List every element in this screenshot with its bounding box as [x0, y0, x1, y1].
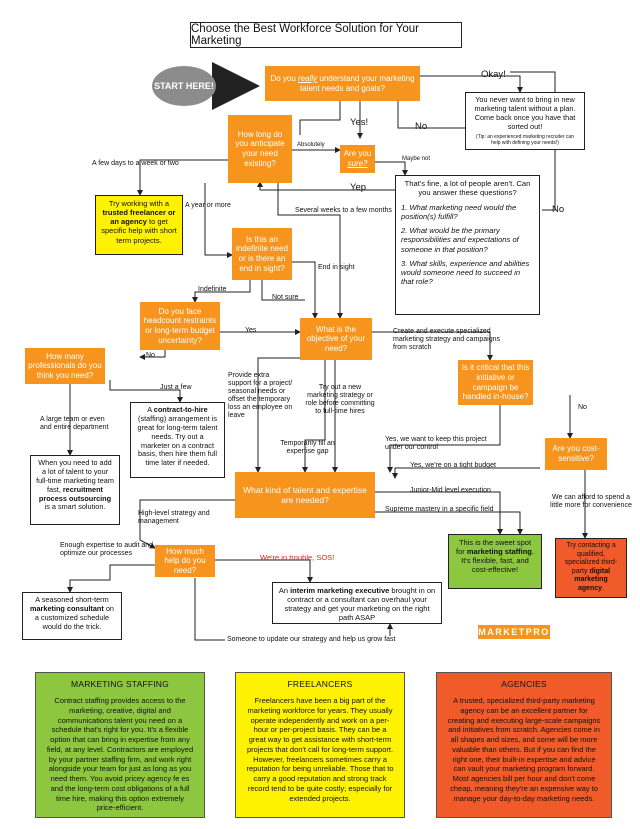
agency-pre: Try contacting a qualified, specialized …: [564, 542, 618, 575]
consultant-pre: A seasoned short-term: [35, 595, 109, 604]
label-yep: Yep: [350, 182, 367, 193]
panel-freelancers-title: FREELANCERS: [287, 679, 353, 689]
trusted-bold: trusted freelancer or an agency: [102, 208, 176, 227]
panel-agencies: AGENCIES A trusted, specialized third-pa…: [436, 672, 612, 818]
label-not-sure: Not sure: [272, 294, 299, 301]
question-3: 3. What skills, experience and abilities…: [401, 258, 530, 287]
label-temp-fill: Temporarily fill an expertise gap: [280, 440, 335, 456]
questions-box: That's fine, a lot of people aren't. Can…: [395, 175, 540, 315]
label-junior-mid: Junior-Mid level execution: [410, 487, 491, 494]
contract-to-hire-box: A contract-to-hire (staffing) arrangemen…: [130, 402, 225, 478]
node-sure-emphasis: sure?: [347, 159, 368, 168]
never-without-plan-box: You never want to bring in new marketing…: [465, 92, 585, 150]
node-headcount-restraints: Do you face headcount restraints or long…: [140, 302, 220, 350]
label-absolutely: Absolutely: [297, 142, 325, 148]
sweet-bold: marketing staffing: [466, 547, 532, 557]
start-bubble: START HERE!: [152, 66, 216, 106]
panel-staffing-body: Contract staffing provides access to the…: [46, 696, 194, 813]
agency-box: Try contacting a qualified, specialized …: [555, 538, 627, 598]
rpo-box: When you need to add a lot of talent to …: [30, 455, 120, 525]
label-yes-2: Yes: [245, 327, 257, 334]
sweet-spot-box: This is the sweet spot for marketing sta…: [448, 534, 542, 589]
label-maybe-not: Maybe not: [402, 156, 431, 162]
interim-post: brought in on contract or a consultant c…: [284, 586, 436, 623]
panel-freelancers-body: Freelancers have been a big part of the …: [246, 696, 394, 803]
label-okay: Okay!: [481, 69, 506, 80]
trusted-freelancer-box: Try working with a trusted freelancer or…: [95, 195, 183, 255]
sweet-post: . It's flexible, fast, and cost-effectiv…: [461, 547, 534, 575]
page-title: Choose the Best Workforce Solution for Y…: [190, 22, 462, 48]
questions-intro: That's fine, a lot of people aren't. Can…: [404, 179, 531, 198]
c2h-bold: contract-to-hire: [153, 405, 208, 414]
label-no-2: No: [552, 204, 565, 215]
label-yes-tight: Yes, we're on a tight budget: [410, 462, 496, 469]
rpo-post: is a smart solution.: [44, 502, 106, 512]
never-tip-text: (Tip: an experienced marketing recruiter…: [476, 133, 574, 146]
label-indefinite: Indefinite: [198, 286, 227, 293]
agency-post: .: [602, 584, 605, 592]
label-no-3: No: [146, 352, 155, 359]
node-understand-emphasis: really: [298, 73, 318, 83]
node-understand-post: understand your marketing talent needs a…: [300, 73, 415, 93]
label-no-4: No: [578, 404, 587, 411]
sweet-pre: This is the sweet spot for: [456, 538, 532, 557]
interim-pre: An: [278, 586, 291, 595]
node-talent-expertise: What kind of talent and expertise are ne…: [235, 472, 375, 518]
never-without-plan-text: You never want to bring in new marketing…: [474, 95, 576, 131]
label-create-execute: Create and execute specialized marketing…: [393, 328, 500, 352]
panel-agencies-body: A trusted, specialized third-party marke…: [447, 696, 601, 803]
label-afford: We can afford to spend a little more for…: [550, 494, 632, 510]
agency-bold: digital marketing agency: [574, 567, 611, 592]
trusted-pre: Try working with a: [108, 199, 170, 208]
node-how-long: How long do you anticipate your need exi…: [228, 115, 292, 183]
node-cost-sensitive: Are you cost-sensitive?: [545, 438, 607, 470]
node-sure-pre: Are you: [343, 149, 372, 159]
interim-bold: interim marketing executive: [290, 586, 390, 595]
panel-marketing-staffing: MARKETING STAFFING Contract staffing pro…: [35, 672, 205, 818]
consultant-post: on a customized schedule would do the tr…: [34, 603, 114, 631]
marketpro-logo: MARKETPRO: [478, 625, 550, 639]
question-2: 2. What would be the primary responsibil…: [401, 226, 519, 254]
label-large-team: A large team or even and entire departme…: [40, 416, 109, 432]
c2h-pre: A: [147, 405, 154, 414]
node-how-many: How many professionals do you think you …: [25, 348, 105, 384]
consultant-box: A seasoned short-term marketing consulta…: [22, 592, 122, 640]
c2h-post: (staffing) arrangement is great for long…: [137, 413, 218, 468]
label-trouble-sos: We're in trouble, SOS!: [260, 553, 335, 562]
node-understand-pre: Do you: [270, 73, 299, 83]
question-1: 1. What marketing need would the positio…: [401, 202, 517, 221]
node-understand-needs: Do you really understand your marketing …: [265, 66, 420, 101]
node-how-much-help: How much help do you need?: [155, 545, 215, 577]
node-objective: What is the objective of your need?: [300, 318, 372, 360]
node-critical-in-house: Is it critical that this initiative or c…: [458, 360, 533, 405]
label-several-weeks: Several weeks to a few months: [295, 207, 392, 214]
label-end-in-sight: End in sight: [318, 264, 355, 271]
label-enough-expertise: Enough expertise to audit and optimize o…: [60, 542, 154, 558]
panel-freelancers: FREELANCERS Freelancers have been a big …: [235, 672, 405, 818]
label-provide-extra: Provide extra support for a project/ sea…: [228, 372, 293, 420]
label-just-a-few: Just a few: [160, 384, 192, 391]
label-no-1: No: [415, 121, 428, 132]
interim-executive-box: An interim marketing executive brought i…: [272, 582, 442, 624]
rpo-pre: When you need to add a lot of talent to …: [36, 458, 114, 494]
consultant-bold: marketing consultant: [30, 603, 104, 613]
label-few-days: A few days to a week or two: [92, 160, 179, 167]
label-year-or-more: A year or more: [185, 202, 231, 209]
node-indefinite-need: Is this an indefinite need or is there a…: [232, 228, 292, 280]
label-try-out: Try out a new marketing strategy or role…: [305, 384, 375, 416]
label-yes-keep: Yes, we want to keep this project under …: [385, 436, 487, 452]
panel-agencies-title: AGENCIES: [501, 679, 547, 689]
label-yes-1: Yes!: [350, 117, 369, 128]
rpo-bold: recruitment process outsourcing: [38, 484, 112, 503]
label-high-level: High-level strategy and management: [138, 510, 210, 526]
panel-staffing-title: MARKETING STAFFING: [71, 679, 169, 689]
label-supreme: Supreme mastery in a specific field: [385, 506, 494, 513]
label-someone-update: Someone to update our strategy and help …: [225, 636, 398, 645]
trusted-post: to get specific help with short term pro…: [101, 217, 177, 245]
node-are-you-sure: Are you sure?: [340, 145, 375, 173]
